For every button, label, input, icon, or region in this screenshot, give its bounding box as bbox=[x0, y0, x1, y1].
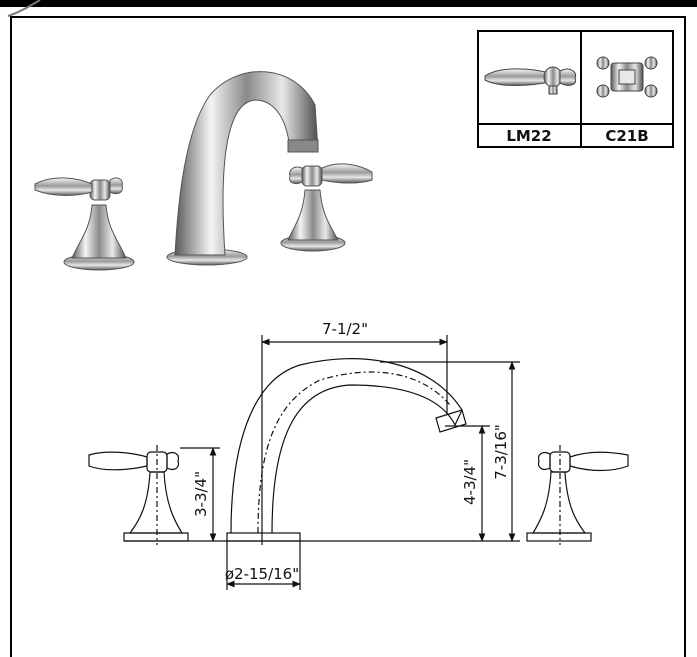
left-handle-photo bbox=[34, 177, 135, 271]
handle-height-label: 3-3/4" bbox=[192, 471, 210, 517]
spout-outline bbox=[226, 358, 467, 542]
technical-drawing bbox=[88, 335, 629, 590]
right-handle-photo bbox=[280, 163, 373, 252]
sheet-frame bbox=[10, 16, 686, 657]
overall-height-label: 7-3/16" bbox=[492, 424, 510, 480]
handle-options-table: LM22 C21B bbox=[477, 30, 674, 148]
spout-height-label: 4-3/4" bbox=[461, 459, 479, 505]
cross-handle-code: C21B bbox=[605, 127, 648, 145]
lever-handle-icon bbox=[484, 66, 577, 95]
faucet-product-photo bbox=[34, 71, 373, 271]
header-bar bbox=[0, 0, 697, 17]
spout-reach-label: 7-1/2" bbox=[322, 320, 368, 338]
spout-photo bbox=[166, 71, 319, 266]
lever-handle-code: LM22 bbox=[506, 127, 551, 145]
cross-handle-icon bbox=[596, 56, 658, 98]
base-diameter-label: ø2-15/16" bbox=[225, 565, 299, 583]
right-handle-outline bbox=[526, 445, 629, 545]
left-handle-outline bbox=[88, 445, 189, 545]
